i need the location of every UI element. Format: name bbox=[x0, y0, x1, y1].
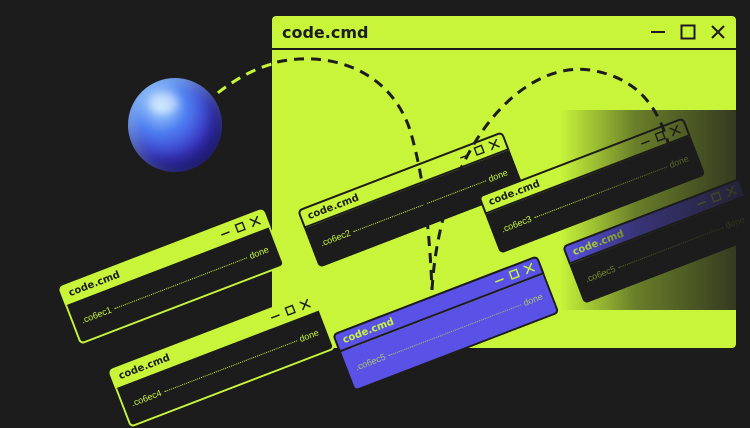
status-label: done bbox=[723, 214, 747, 231]
close-icon[interactable] bbox=[724, 182, 739, 202]
main-titlebar[interactable]: code.cmd bbox=[272, 16, 736, 50]
close-icon[interactable] bbox=[710, 24, 726, 40]
status-label: done bbox=[247, 244, 271, 261]
close-icon[interactable] bbox=[668, 121, 683, 141]
maximize-icon[interactable] bbox=[472, 141, 487, 161]
maximize-icon[interactable] bbox=[709, 187, 724, 207]
maximize-icon[interactable] bbox=[283, 301, 298, 321]
minimize-icon[interactable] bbox=[268, 306, 283, 326]
task-label: .co6ec4 bbox=[129, 387, 163, 409]
minimize-icon[interactable] bbox=[650, 24, 666, 40]
close-icon[interactable] bbox=[487, 135, 502, 155]
mini-window-4[interactable]: code.cmd .co6ec4 done bbox=[108, 291, 336, 428]
task-label: .co6ec2 bbox=[318, 227, 352, 249]
maximize-icon[interactable] bbox=[507, 265, 522, 285]
maximize-icon[interactable] bbox=[680, 24, 696, 40]
status-label: done bbox=[297, 327, 321, 344]
status-label: done bbox=[486, 167, 510, 184]
task-label: .co6ec5 bbox=[583, 263, 617, 285]
status-label: done bbox=[667, 153, 691, 170]
task-label: .co6ec5 bbox=[353, 351, 387, 373]
close-icon[interactable] bbox=[298, 295, 313, 315]
arc-left-start bbox=[203, 62, 273, 106]
task-label: .co6ec3 bbox=[499, 213, 533, 235]
maximize-icon[interactable] bbox=[653, 127, 668, 147]
task-label: .co6ec1 bbox=[79, 304, 113, 326]
glass-orb bbox=[128, 78, 222, 172]
close-icon[interactable] bbox=[522, 259, 537, 279]
close-icon[interactable] bbox=[248, 212, 263, 232]
main-window-title: code.cmd bbox=[282, 22, 369, 42]
maximize-icon[interactable] bbox=[233, 218, 248, 238]
status-label: done bbox=[521, 291, 545, 308]
